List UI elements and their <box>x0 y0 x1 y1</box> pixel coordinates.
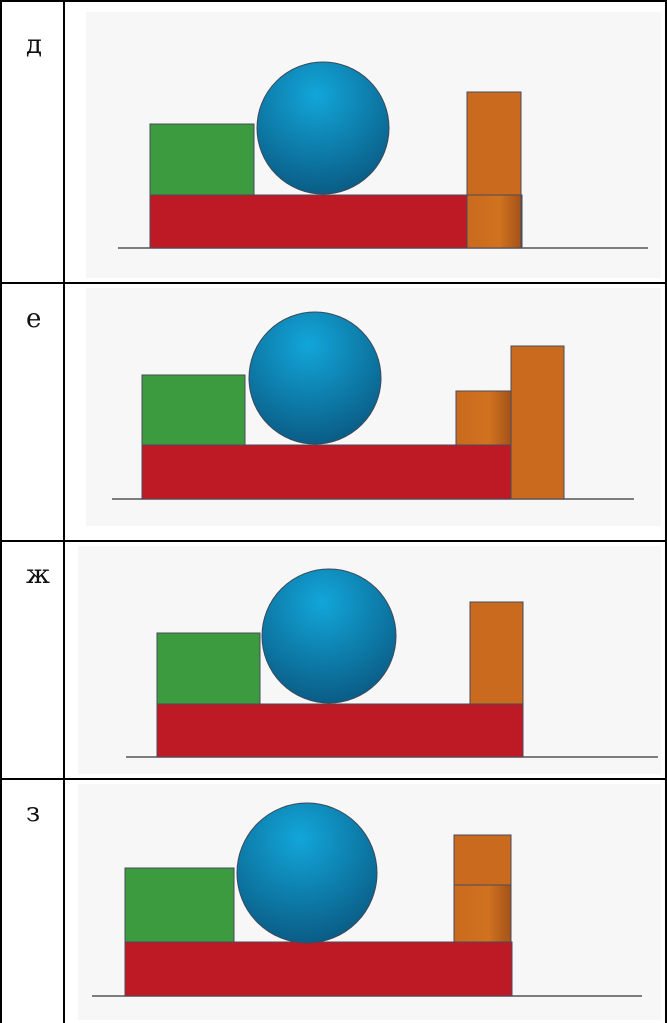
scene-panel-2 <box>86 288 661 526</box>
red-beam <box>156 703 524 758</box>
row-label-2: е <box>26 304 42 334</box>
table-border-right <box>665 0 667 1023</box>
scene-panel-4 <box>78 784 661 1020</box>
orange-tall-block <box>469 601 524 705</box>
table-row-divider-3 <box>0 778 667 780</box>
red-beam <box>124 941 513 997</box>
scene-1-svg <box>86 12 661 278</box>
table-column-divider <box>63 0 65 1023</box>
blue-ball <box>261 568 397 704</box>
scene-4-svg <box>78 784 661 1020</box>
scene-2-svg <box>86 288 661 526</box>
green-block <box>124 867 235 943</box>
scene-panel-1 <box>86 12 661 278</box>
orange-tall-block <box>466 91 522 196</box>
orange-tall-block <box>510 345 565 500</box>
row-label-1: д <box>26 30 43 60</box>
row-label-4: з <box>26 798 41 828</box>
row-label-3: ж <box>26 560 50 590</box>
table-border-top <box>0 0 667 2</box>
orange-small-block <box>466 194 522 249</box>
blue-ball <box>248 311 382 445</box>
orange-small-block <box>455 390 512 446</box>
table-border-left <box>0 0 2 1023</box>
green-block <box>141 374 246 446</box>
green-block <box>156 632 261 705</box>
orange-upper-block <box>453 834 512 886</box>
red-beam <box>141 444 512 500</box>
blue-ball <box>236 802 378 944</box>
scene-3-svg <box>78 546 661 774</box>
orange-lower-block <box>453 884 512 943</box>
table-row-divider-1 <box>0 282 667 284</box>
scene-panel-3 <box>78 546 661 774</box>
red-beam <box>149 194 523 249</box>
green-block <box>149 123 255 196</box>
table-row-divider-2 <box>0 540 667 542</box>
blue-ball <box>256 61 390 195</box>
